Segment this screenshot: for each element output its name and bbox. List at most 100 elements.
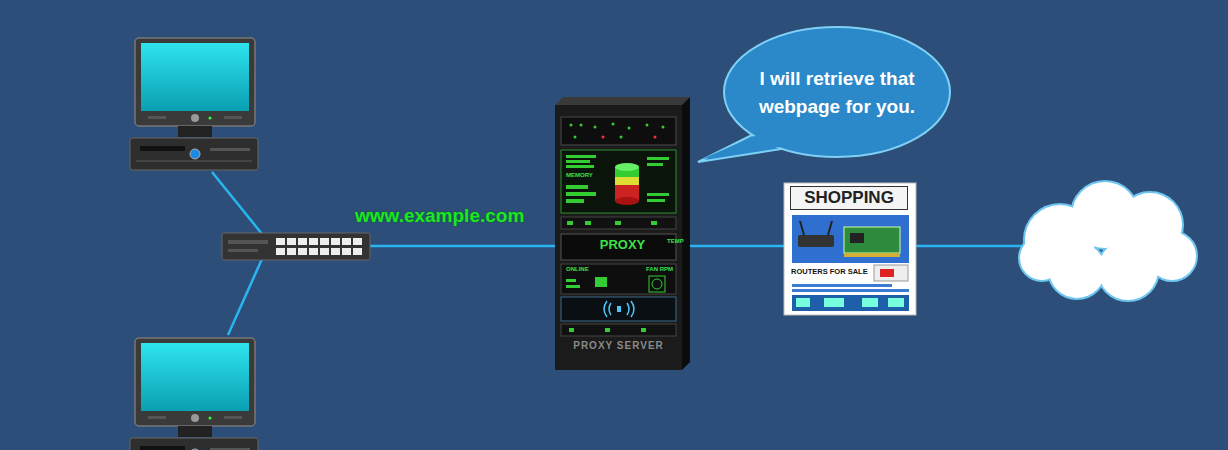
shape-polygon (555, 97, 690, 105)
url-label: www.example.com (355, 205, 524, 227)
bubble-text: I will retrieve that webpage for you. (739, 65, 935, 120)
shape-rect (566, 192, 596, 196)
shape-rect (566, 285, 580, 288)
shape-circle (574, 136, 577, 139)
shape-rect (862, 298, 878, 307)
network-link (690, 246, 784, 247)
shape-rect (342, 248, 351, 255)
page-heading: SHOPPING (790, 186, 908, 210)
shape-rect (353, 238, 362, 245)
shape-g (570, 123, 665, 139)
shape-rect (641, 328, 646, 332)
shape-g (567, 221, 657, 225)
shape-line (690, 245, 784, 248)
shape-rect (796, 298, 810, 307)
server-label: PROXY (585, 237, 660, 252)
shape-polygon (682, 97, 690, 370)
shape-rect (309, 248, 318, 255)
shape-rect (287, 248, 296, 255)
shape-rect (228, 240, 268, 244)
shape-rect (850, 233, 864, 243)
shape-line (212, 172, 262, 234)
shape-rect (561, 297, 676, 321)
shape-rect (824, 298, 844, 307)
shape-rect (566, 199, 584, 203)
shape-rect (276, 248, 285, 255)
shape-circle (570, 124, 573, 127)
speech-bubble: I will retrieve that webpage for you. (722, 25, 952, 160)
shape-path (631, 301, 634, 317)
shape-circle (628, 127, 631, 130)
shape-circle (1020, 236, 1064, 280)
shape-rect (353, 248, 362, 255)
shape-circle (612, 123, 615, 126)
shape-rect (320, 238, 329, 245)
proxy-server-shape (555, 97, 690, 370)
shape-rect (792, 215, 909, 263)
shape-line (916, 245, 1024, 248)
shape-circle (580, 124, 583, 127)
panel-label: TEMP (667, 238, 684, 244)
shape-line (228, 259, 262, 335)
shape-rect (567, 221, 573, 225)
shape-rect (888, 298, 904, 307)
shape-rect (298, 238, 307, 245)
shape-g (569, 328, 646, 332)
shape-rect (874, 265, 908, 281)
shape-circle (602, 136, 605, 139)
shape-rect (566, 185, 588, 189)
shape-rect (276, 238, 285, 245)
shape-circle (652, 279, 662, 289)
speech-bubble-shape (722, 25, 952, 160)
shape-rect (561, 234, 676, 260)
shape-rect (605, 328, 610, 332)
panel-label: ONLINE (566, 266, 589, 272)
shape-rect (566, 160, 590, 163)
shape-rect (566, 155, 596, 158)
shape-rect (287, 238, 296, 245)
shape-rect (647, 157, 669, 160)
shape-g (276, 238, 362, 255)
shape-circle (1098, 240, 1158, 300)
shape-path (702, 133, 786, 159)
panel-label: FAN RPM (646, 266, 673, 272)
shape-circle (654, 136, 657, 139)
shape-ellipse (615, 163, 639, 171)
server-name: PROXY SERVER (555, 340, 682, 351)
shape-g (566, 155, 669, 203)
webpage-thumbnail: SHOPPING ROUTERS FOR SALE (784, 183, 916, 315)
shape-rect (647, 193, 669, 196)
shape-rect (342, 238, 351, 245)
shape-g (566, 277, 607, 288)
shape-circle (646, 124, 649, 127)
shape-rect (647, 199, 665, 202)
computer-icon (130, 338, 258, 450)
shape-line (370, 245, 555, 248)
shape-circle (620, 136, 623, 139)
shape-rect (298, 248, 307, 255)
shape-rect (566, 279, 576, 282)
shape-rect (798, 235, 834, 247)
page-caption: ROUTERS FOR SALE (791, 267, 868, 276)
shape-path (604, 301, 607, 317)
shape-rect (844, 253, 900, 257)
shape-g (602, 136, 657, 139)
shape-rect (561, 150, 676, 213)
shape-rect (784, 183, 916, 315)
shape-rect (222, 233, 370, 260)
shape-g (604, 301, 634, 317)
shape-rect (792, 284, 892, 287)
shape-line (800, 221, 804, 235)
shape-rect (615, 221, 621, 225)
shape-rect (880, 269, 894, 277)
shape-rect (561, 324, 676, 336)
shape-rect (844, 227, 900, 253)
shape-rect (309, 238, 318, 245)
shape-g (1020, 182, 1196, 300)
shape-rect (566, 165, 594, 168)
shape-rect (647, 163, 663, 166)
shape-circle (1020, 236, 1064, 280)
shape-rect (651, 221, 657, 225)
proxy-server: PROXY PROXY SERVER (555, 97, 690, 370)
